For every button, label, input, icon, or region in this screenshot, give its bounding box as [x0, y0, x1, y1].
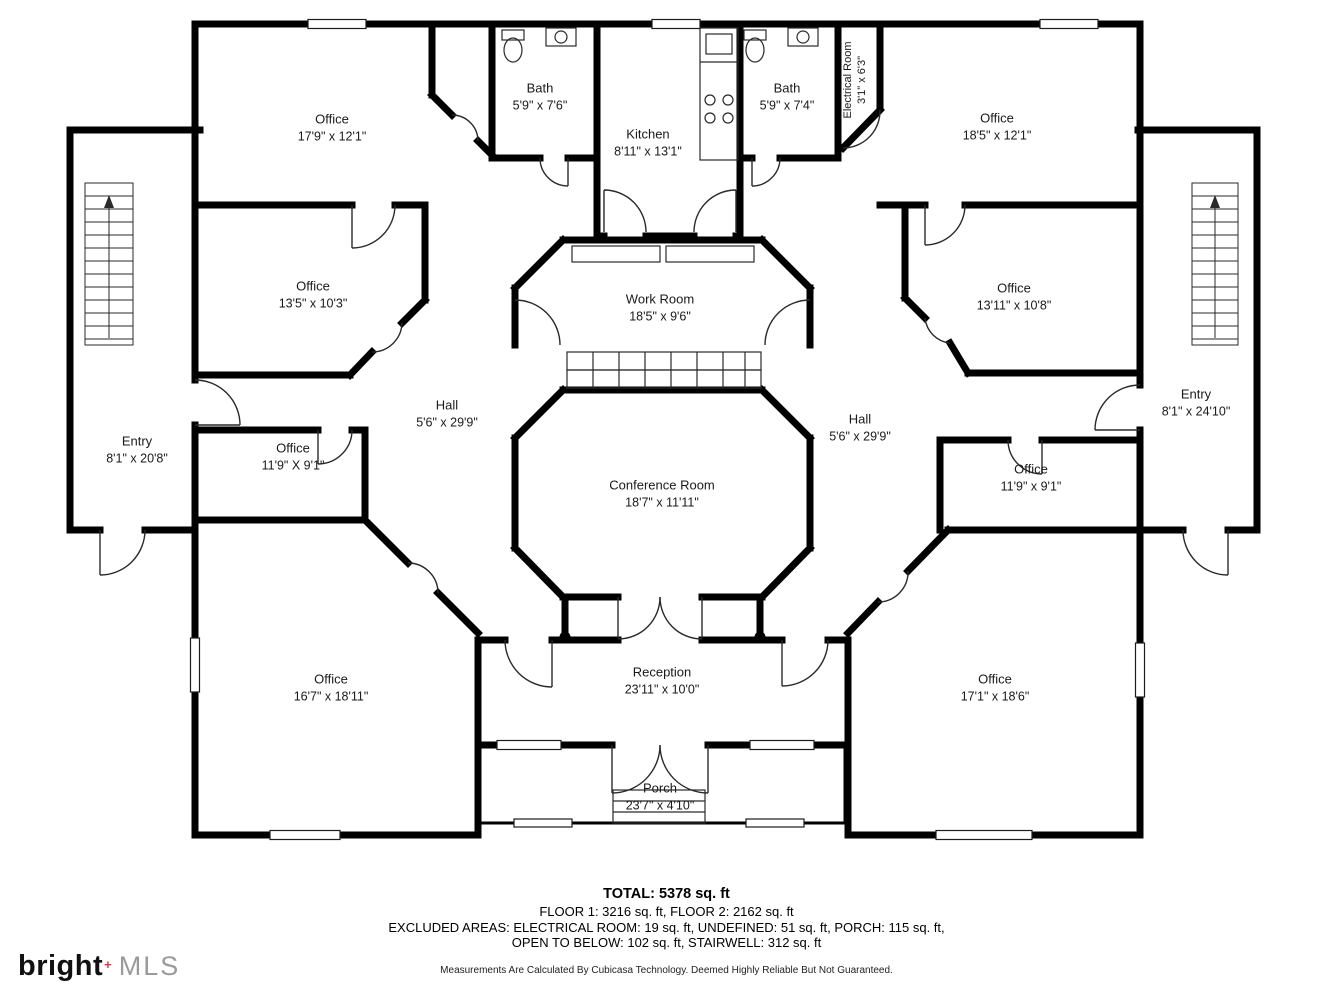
kitchen-sink: [705, 33, 733, 55]
stairs-up-arrow-right: [1210, 195, 1220, 208]
brightmls-logo: bright+ MLS: [18, 950, 180, 983]
kitchen-counter: [699, 27, 739, 161]
furniture: [501, 27, 819, 824]
floor-areas: FLOOR 1: 3216 sq. ft, FLOOR 2: 2162 sq. …: [539, 904, 794, 919]
excluded-areas-2: OPEN TO BELOW: 102 sq. ft, STAIRWELL: 31…: [511, 935, 822, 950]
total-area: TOTAL: 5378 sq. ft: [603, 886, 730, 902]
porch-steps: [612, 789, 706, 824]
stairs-left: [84, 182, 134, 346]
summary-text: TOTAL: 5378 sq. ft FLOOR 1: 3216 sq. ft,…: [0, 886, 1333, 976]
toilet-left: [501, 29, 525, 41]
column-markers: [559, 631, 766, 643]
logo-plus-icon: +: [104, 956, 112, 972]
stairs-up-arrow-left: [104, 195, 114, 208]
sink-right: [787, 27, 819, 47]
logo-mls-text: MLS: [118, 951, 181, 981]
disclaimer-text: Measurements Are Calculated By Cubicasa …: [440, 964, 893, 976]
sink-left: [545, 27, 577, 47]
logo-brand-text: bright: [18, 950, 104, 982]
excluded-areas-1: EXCLUDED AREAS: ELECTRICAL ROOM: 19 sq. …: [388, 919, 945, 935]
doors: [99, 109, 1229, 794]
windows: [189, 18, 1146, 841]
toilet-right: [743, 29, 767, 41]
stairs-right: [1191, 182, 1239, 346]
